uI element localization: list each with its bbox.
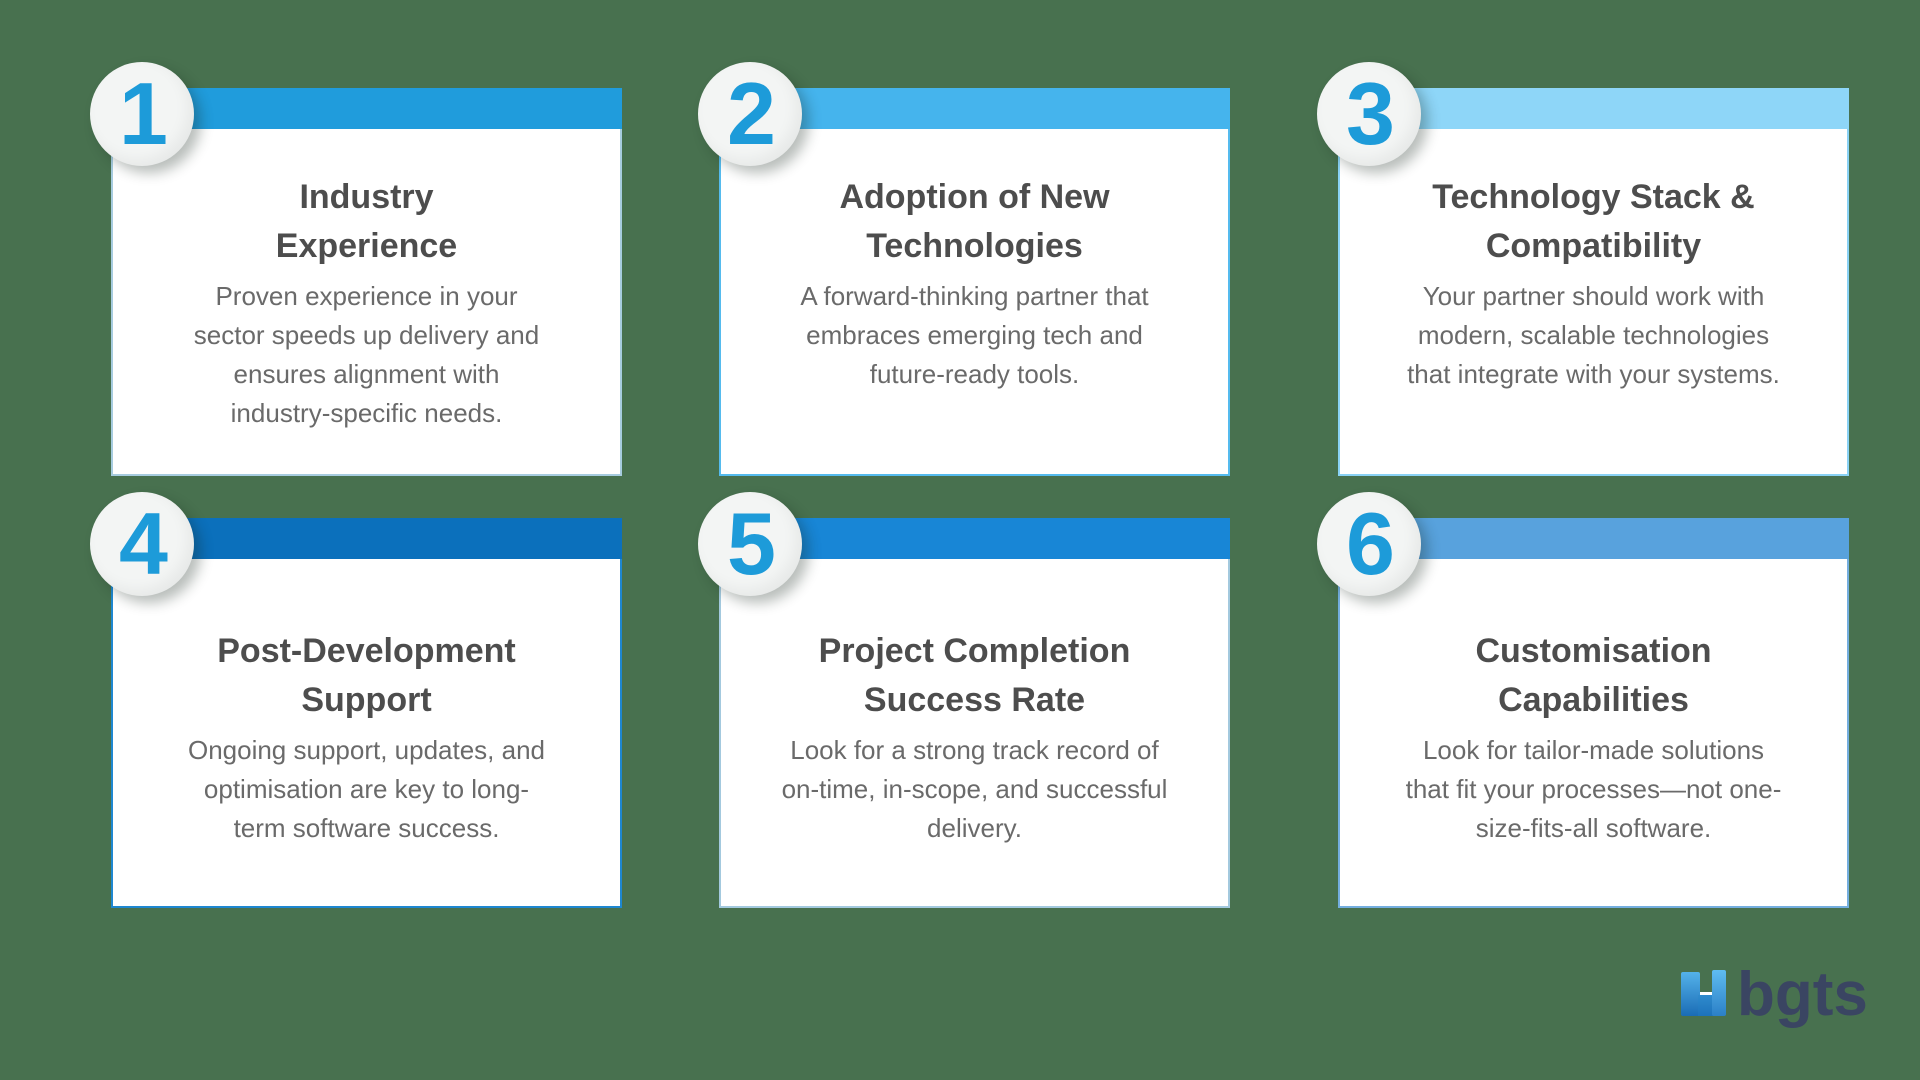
logo-cross-bar [1698, 995, 1714, 1016]
card-body: Adoption of New Technologies A forward-t… [719, 129, 1230, 476]
card-post-development-support: 4 Post-Development Support Ongoing suppo… [90, 492, 622, 908]
card-top-bar [111, 518, 622, 559]
logo-notch [1700, 992, 1712, 995]
bgts-logo: bgts [1681, 962, 1868, 1026]
logo-right-bar [1712, 970, 1726, 1016]
bgts-logo-icon [1681, 970, 1727, 1020]
card-number-badge: 1 [90, 62, 194, 166]
card-description: A forward-thinking partner that embraces… [800, 280, 1149, 389]
card-number-badge: 4 [90, 492, 194, 596]
card-description: Look for a strong track record of on-tim… [781, 734, 1168, 843]
card-number: 4 [119, 494, 168, 593]
card-number: 1 [119, 64, 168, 163]
card-body: Post-Development Support Ongoing support… [111, 559, 622, 908]
card-top-bar [1338, 518, 1849, 559]
card-number: 3 [1346, 64, 1395, 163]
card-body: Project Completion Success Rate Look for… [719, 559, 1230, 908]
card-title: Project Completion Success Rate [818, 632, 1131, 719]
card-adoption-new-technologies: 2 Adoption of New Technologies A forward… [698, 62, 1230, 476]
card-top-bar [111, 88, 622, 129]
card-number-badge: 6 [1317, 492, 1421, 596]
card-title: Adoption of New Technologies [839, 178, 1110, 265]
card-title: Customisation Capabilities [1475, 632, 1712, 719]
card-description: Proven experience in your sector speeds … [193, 280, 540, 428]
card-customisation-capabilities: 6 Customisation Capabilities Look for ta… [1317, 492, 1849, 908]
card-top-bar [1338, 88, 1849, 129]
card-project-completion-success-rate: 5 Project Completion Success Rate Look f… [698, 492, 1230, 908]
card-industry-experience: 1 Industry Experience Proven experience … [90, 62, 622, 476]
card-title: Post-Development Support [217, 632, 516, 719]
logo-left-bar [1681, 972, 1700, 1016]
card-number: 5 [727, 494, 776, 593]
card-title: Industry Experience [275, 178, 458, 265]
card-number: 2 [727, 64, 776, 163]
card-body: Customisation Capabilities Look for tail… [1338, 559, 1849, 908]
card-number: 6 [1346, 494, 1395, 593]
card-description: Look for tailor-made solutions that fit … [1405, 734, 1782, 843]
card-number-badge: 5 [698, 492, 802, 596]
card-top-bar [719, 88, 1230, 129]
card-description: Ongoing support, updates, and optimisati… [187, 734, 546, 843]
card-technology-stack-compatibility: 3 Technology Stack & Compatibility Your … [1317, 62, 1849, 476]
card-title: Technology Stack & Compatibility [1432, 178, 1755, 265]
card-number-badge: 3 [1317, 62, 1421, 166]
card-body: Technology Stack & Compatibility Your pa… [1338, 129, 1849, 476]
card-top-bar [719, 518, 1230, 559]
card-body: Industry Experience Proven experience in… [111, 129, 622, 476]
bgts-logo-text: bgts [1737, 960, 1868, 1029]
card-description: Your partner should work with modern, sc… [1407, 280, 1780, 389]
card-number-badge: 2 [698, 62, 802, 166]
